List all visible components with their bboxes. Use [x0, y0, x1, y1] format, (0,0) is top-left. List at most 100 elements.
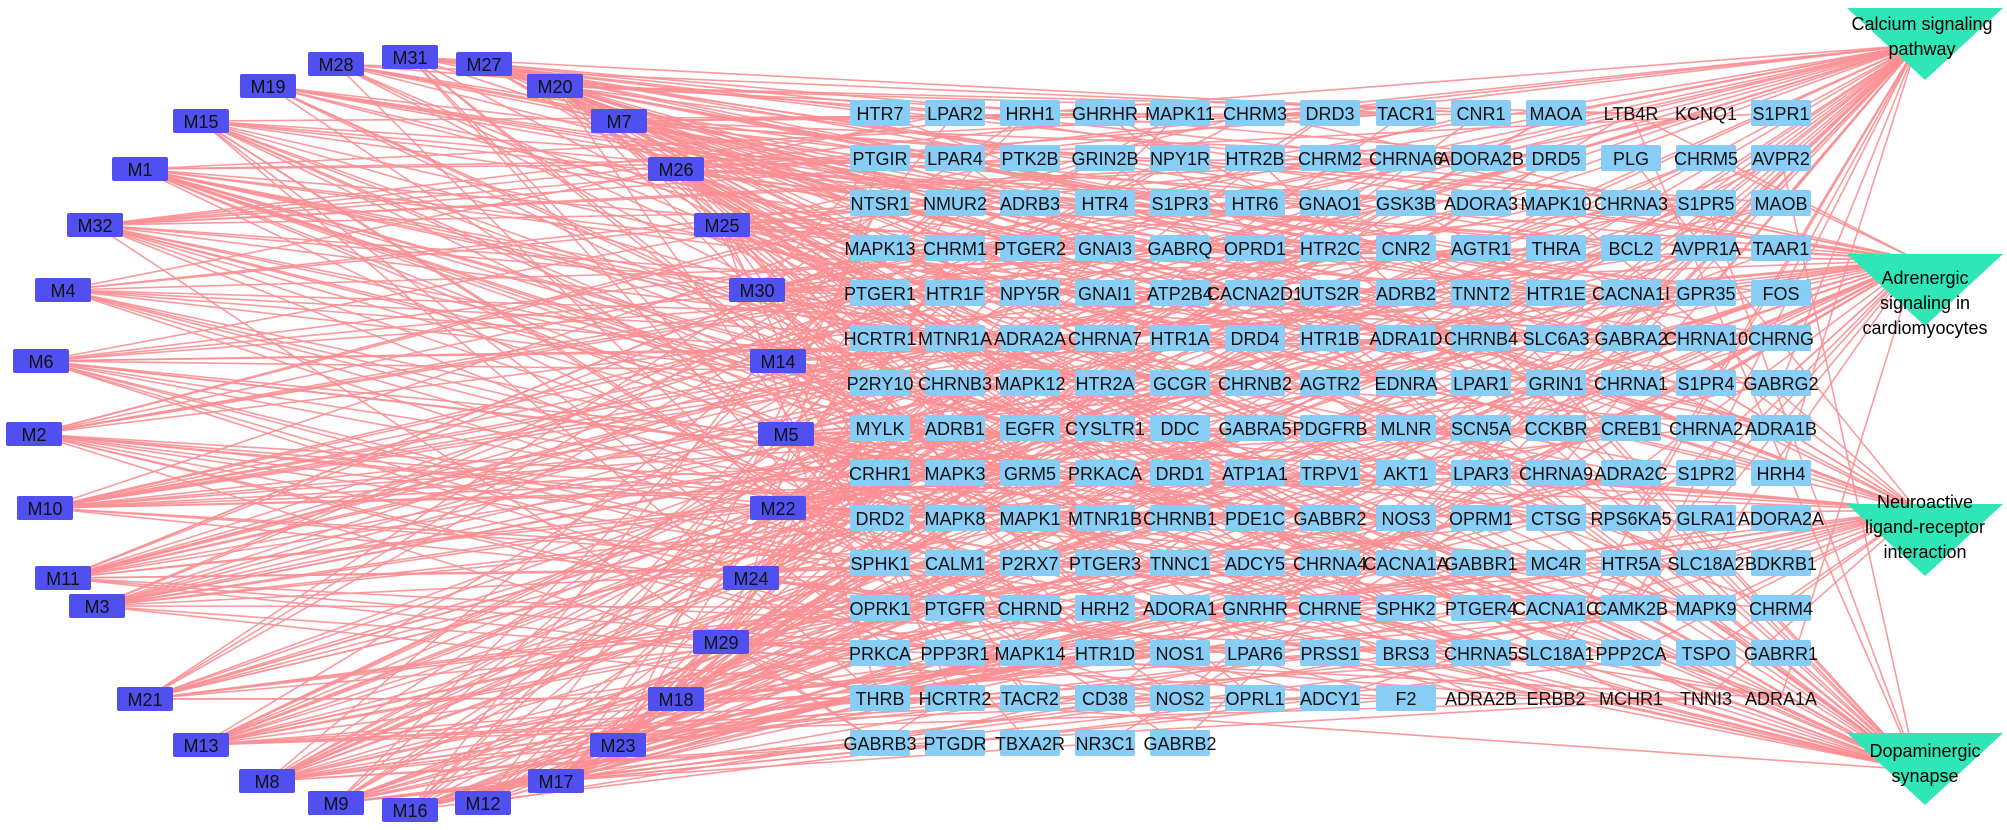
compound-target-edge — [617, 337, 1031, 746]
target-pathway-edge — [1555, 259, 1918, 429]
target-node-label: GABRG2 — [1743, 374, 1818, 394]
target-node-label: GSK3B — [1376, 194, 1436, 214]
target-node: EDNRA — [1374, 370, 1438, 396]
target-node-box — [925, 640, 985, 666]
target-node: ADRA2B — [1445, 689, 1517, 709]
pathway-triangle — [1847, 8, 2003, 80]
target-node-label: HTR6 — [1231, 194, 1278, 214]
target-node: MTNR1B — [1068, 505, 1142, 531]
target-node-box — [1451, 145, 1511, 171]
target-node: LPAR2 — [925, 100, 985, 126]
compound-node-label: M9 — [323, 794, 348, 814]
target-node-box — [1150, 235, 1210, 261]
target-node: MAOA — [1526, 100, 1586, 126]
target-node-label: KCNQ1 — [1675, 104, 1737, 124]
target-node-box — [1225, 235, 1285, 261]
target-node-box — [925, 235, 985, 261]
target-node-label: HRH4 — [1756, 464, 1805, 484]
target-node: PTGER2 — [994, 235, 1066, 261]
target-node-box — [1150, 685, 1210, 711]
target-pathway-edge — [1555, 44, 1918, 474]
target-node-label: CTSG — [1531, 509, 1581, 529]
compound-target-edge — [44, 427, 1106, 509]
target-node-label: ADORA1 — [1143, 599, 1217, 619]
compound-node-box — [67, 213, 123, 237]
target-node-label: MYLK — [855, 419, 904, 439]
target-node: ADRB2 — [1376, 280, 1436, 306]
target-node-box — [1075, 640, 1135, 666]
target-node-box — [1075, 235, 1135, 261]
target-node: HTR1B — [1300, 325, 1360, 351]
target-node-box — [1225, 190, 1285, 216]
target-node: BDKRB1 — [1745, 550, 1817, 576]
target-node-box — [1300, 550, 1360, 576]
target-node: S1PR3 — [1150, 190, 1210, 216]
target-node: PRSS1 — [1300, 640, 1360, 666]
target-node: CNR2 — [1376, 235, 1436, 261]
target-node: ADRB3 — [1000, 190, 1060, 216]
target-node-label: CHRNA5 — [1444, 644, 1518, 664]
target-node-box — [1075, 145, 1135, 171]
target-node: SPHK1 — [850, 550, 910, 576]
target-node-label: HRH2 — [1080, 599, 1129, 619]
target-node: CHRNA10 — [1664, 325, 1748, 351]
target-node-label: ADRB1 — [925, 419, 985, 439]
compound-node-label: M19 — [250, 77, 285, 97]
target-node-box — [1225, 415, 1285, 441]
target-node: LPAR6 — [1225, 640, 1285, 666]
target-node-box — [1000, 235, 1060, 261]
target-node-label: GRM5 — [1004, 464, 1056, 484]
target-node: GABRA2 — [1594, 325, 1668, 351]
target-node: GRIN2B — [1071, 145, 1139, 171]
target-node-label: GABBR2 — [1293, 509, 1366, 529]
target-pathway-edge — [1705, 509, 1918, 699]
target-node-label: OPRD1 — [1224, 239, 1286, 259]
compound-target-edge — [62, 292, 956, 579]
target-node-box — [925, 550, 985, 576]
compound-node: M27 — [456, 52, 512, 76]
target-node: HTR1F — [925, 280, 985, 306]
target-node: DRD2 — [850, 505, 910, 531]
target-node-label: DRD2 — [855, 509, 904, 529]
target-node-box — [1526, 370, 1586, 396]
target-node: LPAR4 — [925, 145, 985, 171]
target-node-box — [1075, 730, 1135, 756]
target-node: S1PR5 — [1676, 190, 1736, 216]
target-node-label: MAPK11 — [1145, 104, 1215, 124]
target-node-label: CHRNA3 — [1594, 194, 1668, 214]
target-node: MAPK11 — [1145, 100, 1215, 126]
target-node-box — [1300, 370, 1360, 396]
target-node-box — [1751, 640, 1811, 666]
target-node-box — [925, 685, 985, 711]
compound-node: M13 — [173, 733, 229, 757]
target-node-box — [925, 280, 985, 306]
target-node: CHRNA4 — [1293, 550, 1367, 576]
target-node: CHRM3 — [1223, 100, 1287, 126]
compound-node-box — [648, 157, 704, 181]
compound-node-label: M22 — [760, 499, 795, 519]
compound-node: M9 — [308, 791, 364, 815]
target-node-box — [1601, 190, 1661, 216]
target-node: ADORA2A — [1738, 505, 1824, 531]
pathway-label-line: synapse — [1891, 766, 1958, 786]
target-pathway-edge — [1705, 202, 1918, 771]
target-pathway-edge — [1029, 382, 1918, 771]
target-node: MAPK3 — [924, 460, 986, 486]
target-node-label: TNNI3 — [1680, 689, 1732, 709]
target-node-label: GABRR1 — [1744, 644, 1818, 664]
target-node: CHRM4 — [1749, 595, 1813, 621]
compound-target-edge — [94, 224, 1331, 384]
compound-target-edge — [200, 292, 1181, 746]
target-node-label: LPAR6 — [1227, 644, 1283, 664]
target-node-box — [1526, 550, 1586, 576]
target-node-label: ADRA2B — [1445, 689, 1517, 709]
target-node: PTGER1 — [844, 280, 916, 306]
compound-target-edge — [721, 224, 1407, 294]
target-node-box — [1150, 100, 1210, 126]
target-node-label: PDGFRB — [1292, 419, 1367, 439]
target-node-label: TNNC1 — [1150, 554, 1210, 574]
target-node-label: GABRA2 — [1594, 329, 1667, 349]
